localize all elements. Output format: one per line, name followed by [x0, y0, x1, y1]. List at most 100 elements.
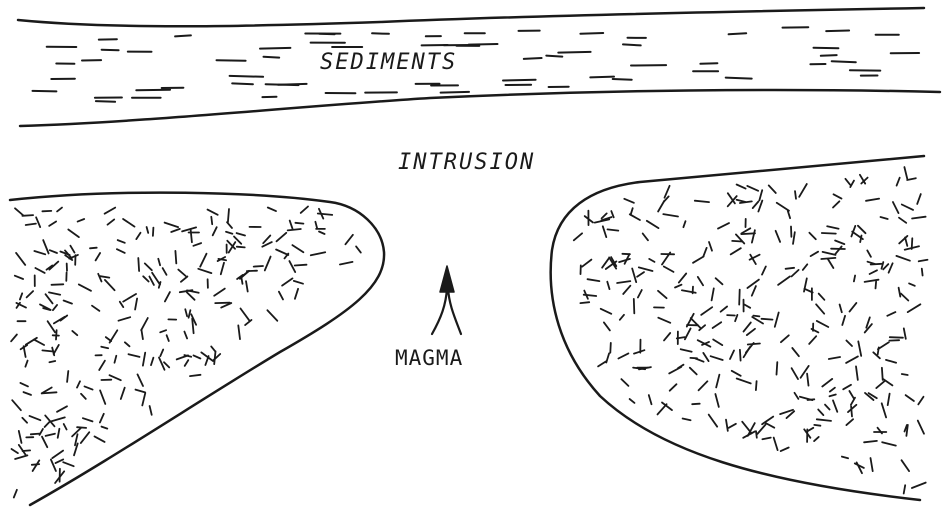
rock-texture-tick [632, 269, 636, 283]
rock-texture-tick [295, 265, 307, 266]
rock-texture-tick [68, 230, 79, 238]
rock-texture-tick [889, 263, 893, 272]
rock-texture-tick [896, 256, 910, 261]
rock-texture-tick [835, 241, 844, 245]
rock-texture-tick [34, 340, 44, 345]
rock-texture-tick [20, 293, 22, 299]
rock-texture-tick [737, 185, 746, 189]
rock-texture-tick [752, 286, 756, 296]
rock-texture-tick [696, 359, 704, 362]
rock-texture-tick [53, 305, 57, 310]
rock-texture-tick [54, 345, 59, 354]
rock-texture-tick [33, 460, 40, 471]
sediment-dash [175, 35, 191, 36]
rock-texture-tick [679, 274, 686, 283]
rock-texture-tick [845, 179, 850, 185]
rock-texture-tick [24, 392, 32, 395]
rock-texture-tick [282, 278, 292, 285]
rock-texture-tick [818, 410, 823, 416]
rock-texture-tick [830, 395, 836, 397]
rock-texture-tick [792, 348, 799, 356]
rock-texture-tick [49, 222, 56, 226]
rock-texture-tick [822, 379, 832, 387]
rock-texture-tick [138, 258, 139, 271]
rock-texture-tick [776, 231, 781, 242]
rock-texture-tick [817, 419, 831, 421]
rock-texture-tick [730, 351, 734, 360]
rock-texture-tick [899, 218, 906, 223]
rock-texture-tick [807, 374, 808, 386]
rock-texture-tick [211, 346, 215, 351]
rock-texture-tick [792, 270, 799, 277]
rock-texture-tick [716, 375, 719, 388]
rock-texture-tick [695, 201, 709, 202]
rock-texture-tick [160, 350, 163, 357]
sediment-dash [136, 90, 170, 91]
rock-texture-tick [57, 208, 62, 212]
sediment-dash [441, 92, 469, 93]
rock-texture-tick [713, 340, 722, 346]
rock-texture-tick [119, 317, 131, 321]
rock-texture-tick [142, 393, 145, 406]
rock-texture-tick [211, 217, 212, 224]
rock-texture-tick [189, 310, 191, 318]
rock-texture-tick [143, 276, 148, 281]
rock-texture-tick [30, 416, 41, 420]
rock-texture-tick [890, 337, 903, 338]
rock-texture-tick [814, 425, 820, 426]
rock-texture-tick [858, 226, 866, 234]
rock-texture-tick [904, 328, 906, 338]
rock-texture-tick [92, 306, 99, 311]
rock-texture-tick [12, 449, 18, 453]
rock-texture-tick [753, 202, 759, 209]
rock-texture-tick [78, 219, 85, 222]
rock-texture-tick [737, 379, 751, 384]
rock-texture-tick [856, 366, 858, 380]
rock-texture-tick [245, 320, 251, 325]
rock-texture-tick [827, 226, 838, 228]
rock-texture-tick [198, 269, 211, 273]
rock-texture-tick [295, 223, 303, 224]
rock-texture-tick [67, 371, 68, 382]
rock-texture-tick [753, 316, 759, 317]
rock-texture-tick [187, 290, 199, 292]
rock-texture-tick [311, 252, 325, 255]
rock-texture-tick [886, 360, 896, 363]
rock-texture-tick [835, 247, 841, 255]
rock-texture-tick [732, 241, 742, 242]
rock-texture-tick [121, 388, 125, 399]
rock-texture-tick [690, 368, 697, 375]
rock-texture-tick [843, 385, 851, 390]
rock-texture-tick [617, 281, 630, 283]
rock-texture-tick [649, 395, 652, 404]
rock-texture-tick [167, 335, 169, 341]
rock-texture-tick [901, 294, 908, 301]
rock-texture-tick [777, 362, 778, 374]
rock-texture-tick [105, 208, 116, 214]
rock-texture-tick [683, 221, 685, 227]
rock-texture-tick [829, 357, 840, 359]
rock-texture-tick [101, 347, 108, 349]
rock-texture-tick [792, 368, 798, 379]
rock-texture-tick [799, 184, 807, 197]
rock-texture-tick [830, 388, 835, 392]
sediment-dash [729, 33, 747, 34]
rock-texture-tick [193, 243, 201, 246]
rock-texture-tick [876, 282, 877, 289]
rock-texture-tick [699, 381, 708, 390]
rock-texture-tick [608, 229, 619, 230]
rock-texture-tick [756, 431, 757, 438]
sediment-dash [590, 77, 614, 78]
rock-texture-tick [883, 379, 892, 385]
rock-texture-tick [31, 434, 40, 435]
rock-texture-tick [762, 417, 773, 425]
rock-texture-tick [277, 233, 287, 242]
rock-texture-tick [864, 441, 877, 442]
rock-texture-tick [701, 307, 712, 315]
rock-texture-tick [709, 242, 712, 251]
rock-texture-tick [902, 460, 910, 471]
sediment-dash [558, 52, 590, 53]
rock-texture-tick [637, 272, 644, 277]
rock-texture-tick [604, 322, 610, 330]
rock-texture-tick [919, 260, 928, 262]
